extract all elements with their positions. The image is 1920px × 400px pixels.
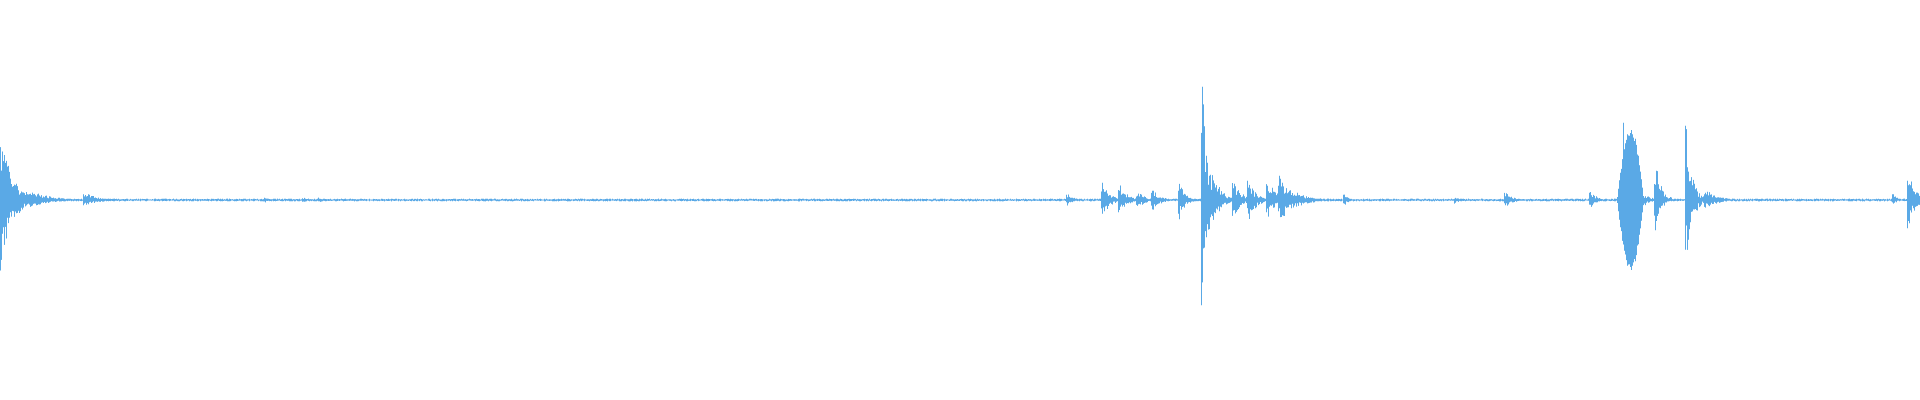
waveform-trace — [0, 86, 1920, 306]
waveform-amplitude-bars — [0, 86, 1920, 306]
